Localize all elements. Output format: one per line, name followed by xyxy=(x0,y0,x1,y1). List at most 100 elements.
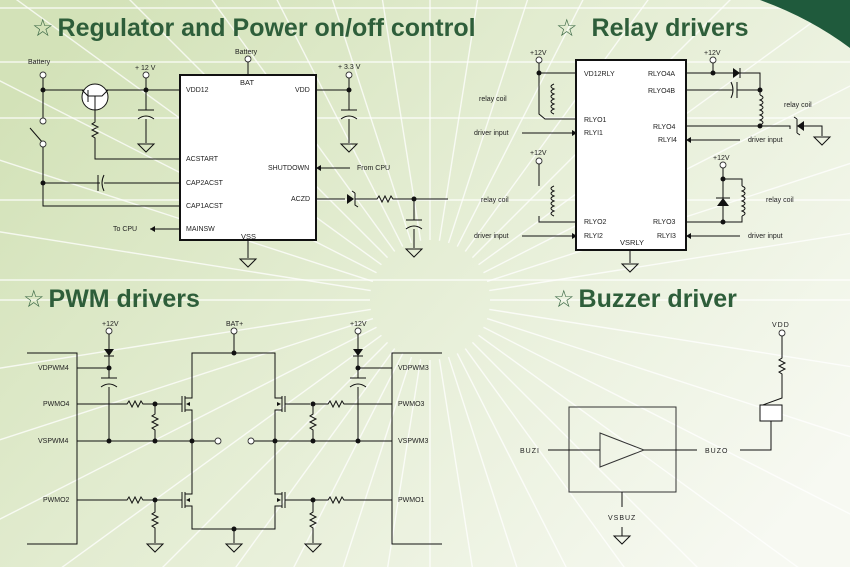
pin-bat: BAT xyxy=(240,78,254,87)
pin-aczd: ACZD xyxy=(291,196,310,203)
zener-diode-icon xyxy=(347,194,354,204)
relay-title-text: Relay drivers xyxy=(591,14,749,42)
pin-rlyo4b: RLYO4B xyxy=(648,88,675,95)
amplifier-icon xyxy=(599,432,646,468)
decorative-ray xyxy=(342,356,413,567)
pin-rlyi1: RLYI1 xyxy=(584,130,603,137)
regulator-section-title: ☆Regulator and Power on/off control xyxy=(32,16,476,41)
decorative-ray xyxy=(456,353,567,567)
label-driver-input-4: driver input xyxy=(748,137,783,144)
pin-vd12rly: VD12RLY xyxy=(584,71,615,78)
pin-mainsw: MAINSW xyxy=(186,226,215,233)
pwm-ic-left xyxy=(27,352,78,545)
decorative-ray xyxy=(478,334,799,567)
decorative-ray xyxy=(276,0,404,247)
buzzer-schematic: BUZI BUZO VSBUZ VDD xyxy=(520,322,790,545)
regulator-title-text: Regulator and Power on/off control xyxy=(57,14,476,42)
pin-vdd12: VDD12 xyxy=(186,87,209,94)
label-plus12-b: +12V xyxy=(704,50,721,57)
pin-vdpwm3: VDPWM3 xyxy=(398,365,429,372)
decorative-ray xyxy=(489,308,850,368)
decorative-ray xyxy=(381,0,422,241)
pin-pwmo4: PWMO4 xyxy=(43,401,70,408)
label-plus12-a: +12V xyxy=(530,50,547,57)
decorative-ray xyxy=(489,232,850,292)
star-outline-icon: ☆ xyxy=(23,286,45,313)
switch xyxy=(29,127,44,144)
pin-rlyo2: RLYO2 xyxy=(584,219,607,226)
relay-section-title: ☆ Relay drivers xyxy=(556,16,749,41)
pin-vdpwm4: VDPWM4 xyxy=(38,365,69,372)
decorative-ray xyxy=(331,0,413,244)
label-bat-plus: BAT+ xyxy=(226,321,243,328)
star-outline-icon: ☆ xyxy=(553,286,575,313)
star-outline-icon: ☆ xyxy=(32,15,54,42)
decorative-ray xyxy=(387,359,422,567)
regulator-schematic: Battery + 12 V Battery BAT VDD12 VDD + 3… xyxy=(28,49,448,268)
label-plus33: + 3.3 V xyxy=(338,64,361,71)
pin-buzi: BUZI xyxy=(520,448,540,455)
star-outline-icon: ☆ xyxy=(556,15,578,42)
decorative-ray xyxy=(486,317,850,438)
decorative-ray xyxy=(456,0,584,247)
pin-cap1acst: CAP1ACST xyxy=(186,203,224,210)
pin-acstart: ACSTART xyxy=(186,156,219,163)
pwm-title-text: PWM drivers xyxy=(48,285,200,313)
relay-ic xyxy=(575,59,687,251)
pin-shutdown: SHUTDOWN xyxy=(268,165,309,172)
label-to-cpu: To CPU xyxy=(113,226,137,233)
decorative-ray xyxy=(471,341,698,567)
label-from-cpu: From CPU xyxy=(357,165,390,172)
diode-icon xyxy=(733,68,740,78)
corner-accent xyxy=(760,0,850,48)
pin-pwmo2: PWMO2 xyxy=(43,497,70,504)
decorative-ray xyxy=(438,0,479,241)
decorative-ray xyxy=(447,356,518,567)
decorative-ray xyxy=(483,326,850,515)
decorative-ray xyxy=(464,0,649,252)
pin-vdd: VDD xyxy=(295,87,310,94)
pin-rlyi3: RLYI3 xyxy=(657,233,676,240)
pin-vsbuz: VSBUZ xyxy=(608,515,636,522)
decorative-ray xyxy=(0,326,377,520)
pin-pwmo3: PWMO3 xyxy=(398,401,425,408)
label-plus12-c: +12V xyxy=(530,150,547,157)
pwm-section-title: ☆PWM drivers xyxy=(23,287,200,312)
decorative-ray xyxy=(235,348,396,567)
label-relay-coil-4: relay coil xyxy=(784,102,812,109)
pin-rlyo4: RLYO4 xyxy=(653,124,676,131)
pin-rlyo3: RLYO3 xyxy=(653,219,676,226)
pin-pwmo1: PWMO1 xyxy=(398,497,425,504)
label-plus12-d: +12V xyxy=(713,155,730,162)
decorative-ray xyxy=(0,317,374,441)
pin-rlyo1: RLYO1 xyxy=(584,117,607,124)
pwm-schematic: VDPWM4 PWMO4 VSPWM4 PWMO2 VDPWM3 PWMO3 V… xyxy=(27,321,442,553)
buzzer-section-title: ☆Buzzer driver xyxy=(553,287,737,312)
pin-rlyi2: RLYI2 xyxy=(584,233,603,240)
pin-rlyo4a: RLYO4A xyxy=(648,71,675,78)
label-vdd: VDD xyxy=(772,322,790,329)
relay-schematic: +12V relay coil VD12RLY RLYO4A RLYO4B RL… xyxy=(474,50,831,273)
decorative-ray xyxy=(293,353,404,567)
pwm-ic-right xyxy=(391,352,442,545)
label-driver-input-3: driver input xyxy=(748,233,783,240)
label-battery-left: Battery xyxy=(28,59,51,66)
decorative-ray xyxy=(438,359,473,567)
terminal-battery-left xyxy=(39,71,47,79)
decorative-ray xyxy=(464,348,625,567)
pin-cap2acst: CAP2ACST xyxy=(186,180,224,187)
label-driver-input-2: driver input xyxy=(474,233,509,240)
label-relay-coil-2: relay coil xyxy=(481,197,509,204)
label-battery-top: Battery xyxy=(235,49,258,56)
pin-vspwm3: VSPWM3 xyxy=(398,438,428,445)
pin-rlyi4: RLYI4 xyxy=(658,137,677,144)
buzzer-icon xyxy=(759,404,783,422)
pin-vss: VSS xyxy=(241,232,256,241)
label-relay-coil-3: relay coil xyxy=(766,197,794,204)
decorative-ray xyxy=(447,0,529,244)
label-plus12: + 12 V xyxy=(135,65,156,72)
pin-vspwm4: VSPWM4 xyxy=(38,438,68,445)
label-driver-input-1: driver input xyxy=(474,130,509,137)
decorative-ray xyxy=(61,334,382,567)
